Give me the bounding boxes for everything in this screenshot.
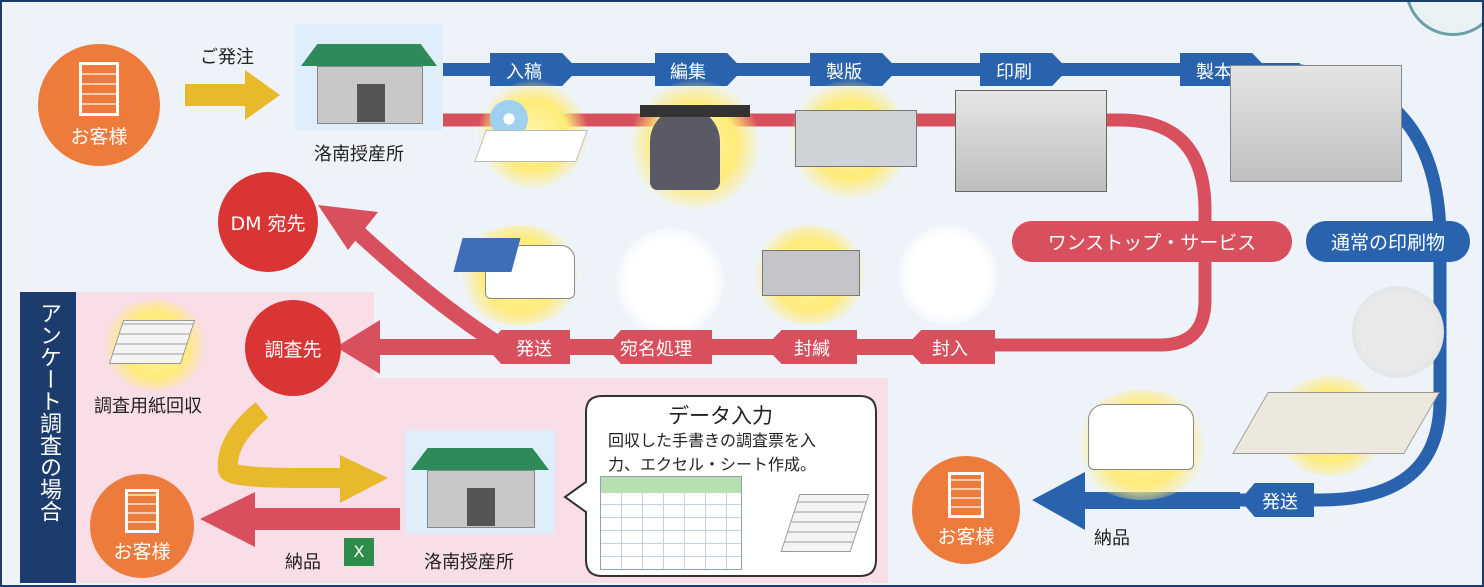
- red-survey-shaft: [250, 508, 400, 530]
- mail-step-address-label: 宛名処理: [620, 339, 692, 360]
- spreadsheet-icon: [600, 476, 742, 570]
- red-top-line: [440, 113, 1212, 352]
- insert-circle: [898, 225, 998, 325]
- customer-label-bottom: お客様: [937, 525, 995, 548]
- address-circle: [616, 228, 724, 336]
- survey-case-band: [20, 292, 76, 583]
- mail-step-ship-label: 発送: [516, 339, 552, 360]
- binding-machine-icon: [1230, 65, 1402, 182]
- red-mail-arrowhead: [336, 320, 380, 374]
- survey-case-label: アンケート調査の場合: [36, 302, 61, 522]
- ship-step-bottom-label: 発送: [1262, 492, 1298, 513]
- wheelchair-worker-icon: [650, 110, 720, 190]
- building-icon: [125, 488, 159, 533]
- step-input-label: 入稿: [506, 62, 542, 83]
- order-label: ご発注: [200, 47, 254, 68]
- survey-delivery-label: 納品: [285, 552, 321, 573]
- step-plate-label: 製版: [826, 62, 862, 83]
- step-bind-label: 製本: [1196, 62, 1232, 83]
- dm-destination-circle: DM 宛先: [218, 172, 318, 272]
- data-entry-desc-2: 力、エクセル・シート作成。: [608, 455, 817, 474]
- building-icon: [948, 471, 984, 518]
- factory-label-bottom: 洛南授産所: [424, 552, 514, 573]
- survey-target-label: 調査先: [264, 338, 322, 361]
- step-edit-label: 編集: [670, 62, 706, 83]
- data-entry-title: データ入力: [668, 404, 773, 428]
- platemaker-icon: [795, 110, 917, 167]
- customer-label-survey: お客様: [113, 540, 171, 563]
- factory-building-icon-top: [295, 24, 443, 130]
- mail-step-seal-label: 封緘: [794, 339, 830, 360]
- blue-bottom-arrowhead: [1032, 472, 1085, 530]
- bottom-delivery-label: 納品: [1094, 528, 1130, 549]
- survey-target-circle: 調査先: [245, 300, 341, 396]
- ship-step-bottom: [1240, 483, 1314, 517]
- mail-step-seal: [765, 330, 857, 364]
- mail-step-address: [606, 330, 712, 364]
- inserter-machine-circle: [1352, 286, 1444, 378]
- factory-label-top: 洛南授産所: [314, 144, 404, 165]
- survey-recovery-label: 調査用紙回収: [94, 396, 202, 417]
- step-print-label: 印刷: [996, 62, 1032, 83]
- red-dm-line: [344, 219, 505, 352]
- red-survey-head: [200, 492, 255, 547]
- building-icon: [79, 61, 119, 116]
- mail-step-insert-label: 封入: [932, 339, 968, 360]
- factory-building-icon-bottom: [405, 430, 555, 534]
- dm-label: DM 宛先: [230, 212, 306, 235]
- normal-print-badge: 通常の印刷物: [1306, 221, 1470, 262]
- yellow-survey-head: [340, 455, 388, 503]
- mail-step-insert: [905, 330, 995, 364]
- step-print: [980, 53, 1068, 86]
- desk-icon: [640, 105, 750, 117]
- onestop-label: ワンストップ・サービス: [1047, 232, 1257, 254]
- yellow-survey-curve: [217, 402, 345, 488]
- red-dm-arrowhead: [318, 205, 378, 250]
- excel-icon: X: [344, 538, 374, 566]
- customer-label-top: お客様: [70, 125, 128, 148]
- yellow-order-head: [245, 70, 280, 120]
- mail-step-ship: [486, 330, 570, 364]
- normal-print-label: 通常の印刷物: [1330, 232, 1445, 254]
- van-icon-bottom: [1088, 404, 1194, 470]
- onestop-service-badge: ワンストップ・サービス: [1012, 221, 1292, 262]
- customer-circle-survey: お客様: [90, 474, 194, 578]
- yellow-order-shaft: [185, 84, 245, 106]
- sealing-machine-icon: [762, 250, 860, 296]
- customer-circle-top: お客様: [38, 44, 160, 166]
- customer-circle-bottom: お客様: [912, 456, 1020, 564]
- printer-machine-icon: [955, 90, 1107, 192]
- data-entry-desc-1: 回収した手書きの調査票を入: [608, 431, 817, 450]
